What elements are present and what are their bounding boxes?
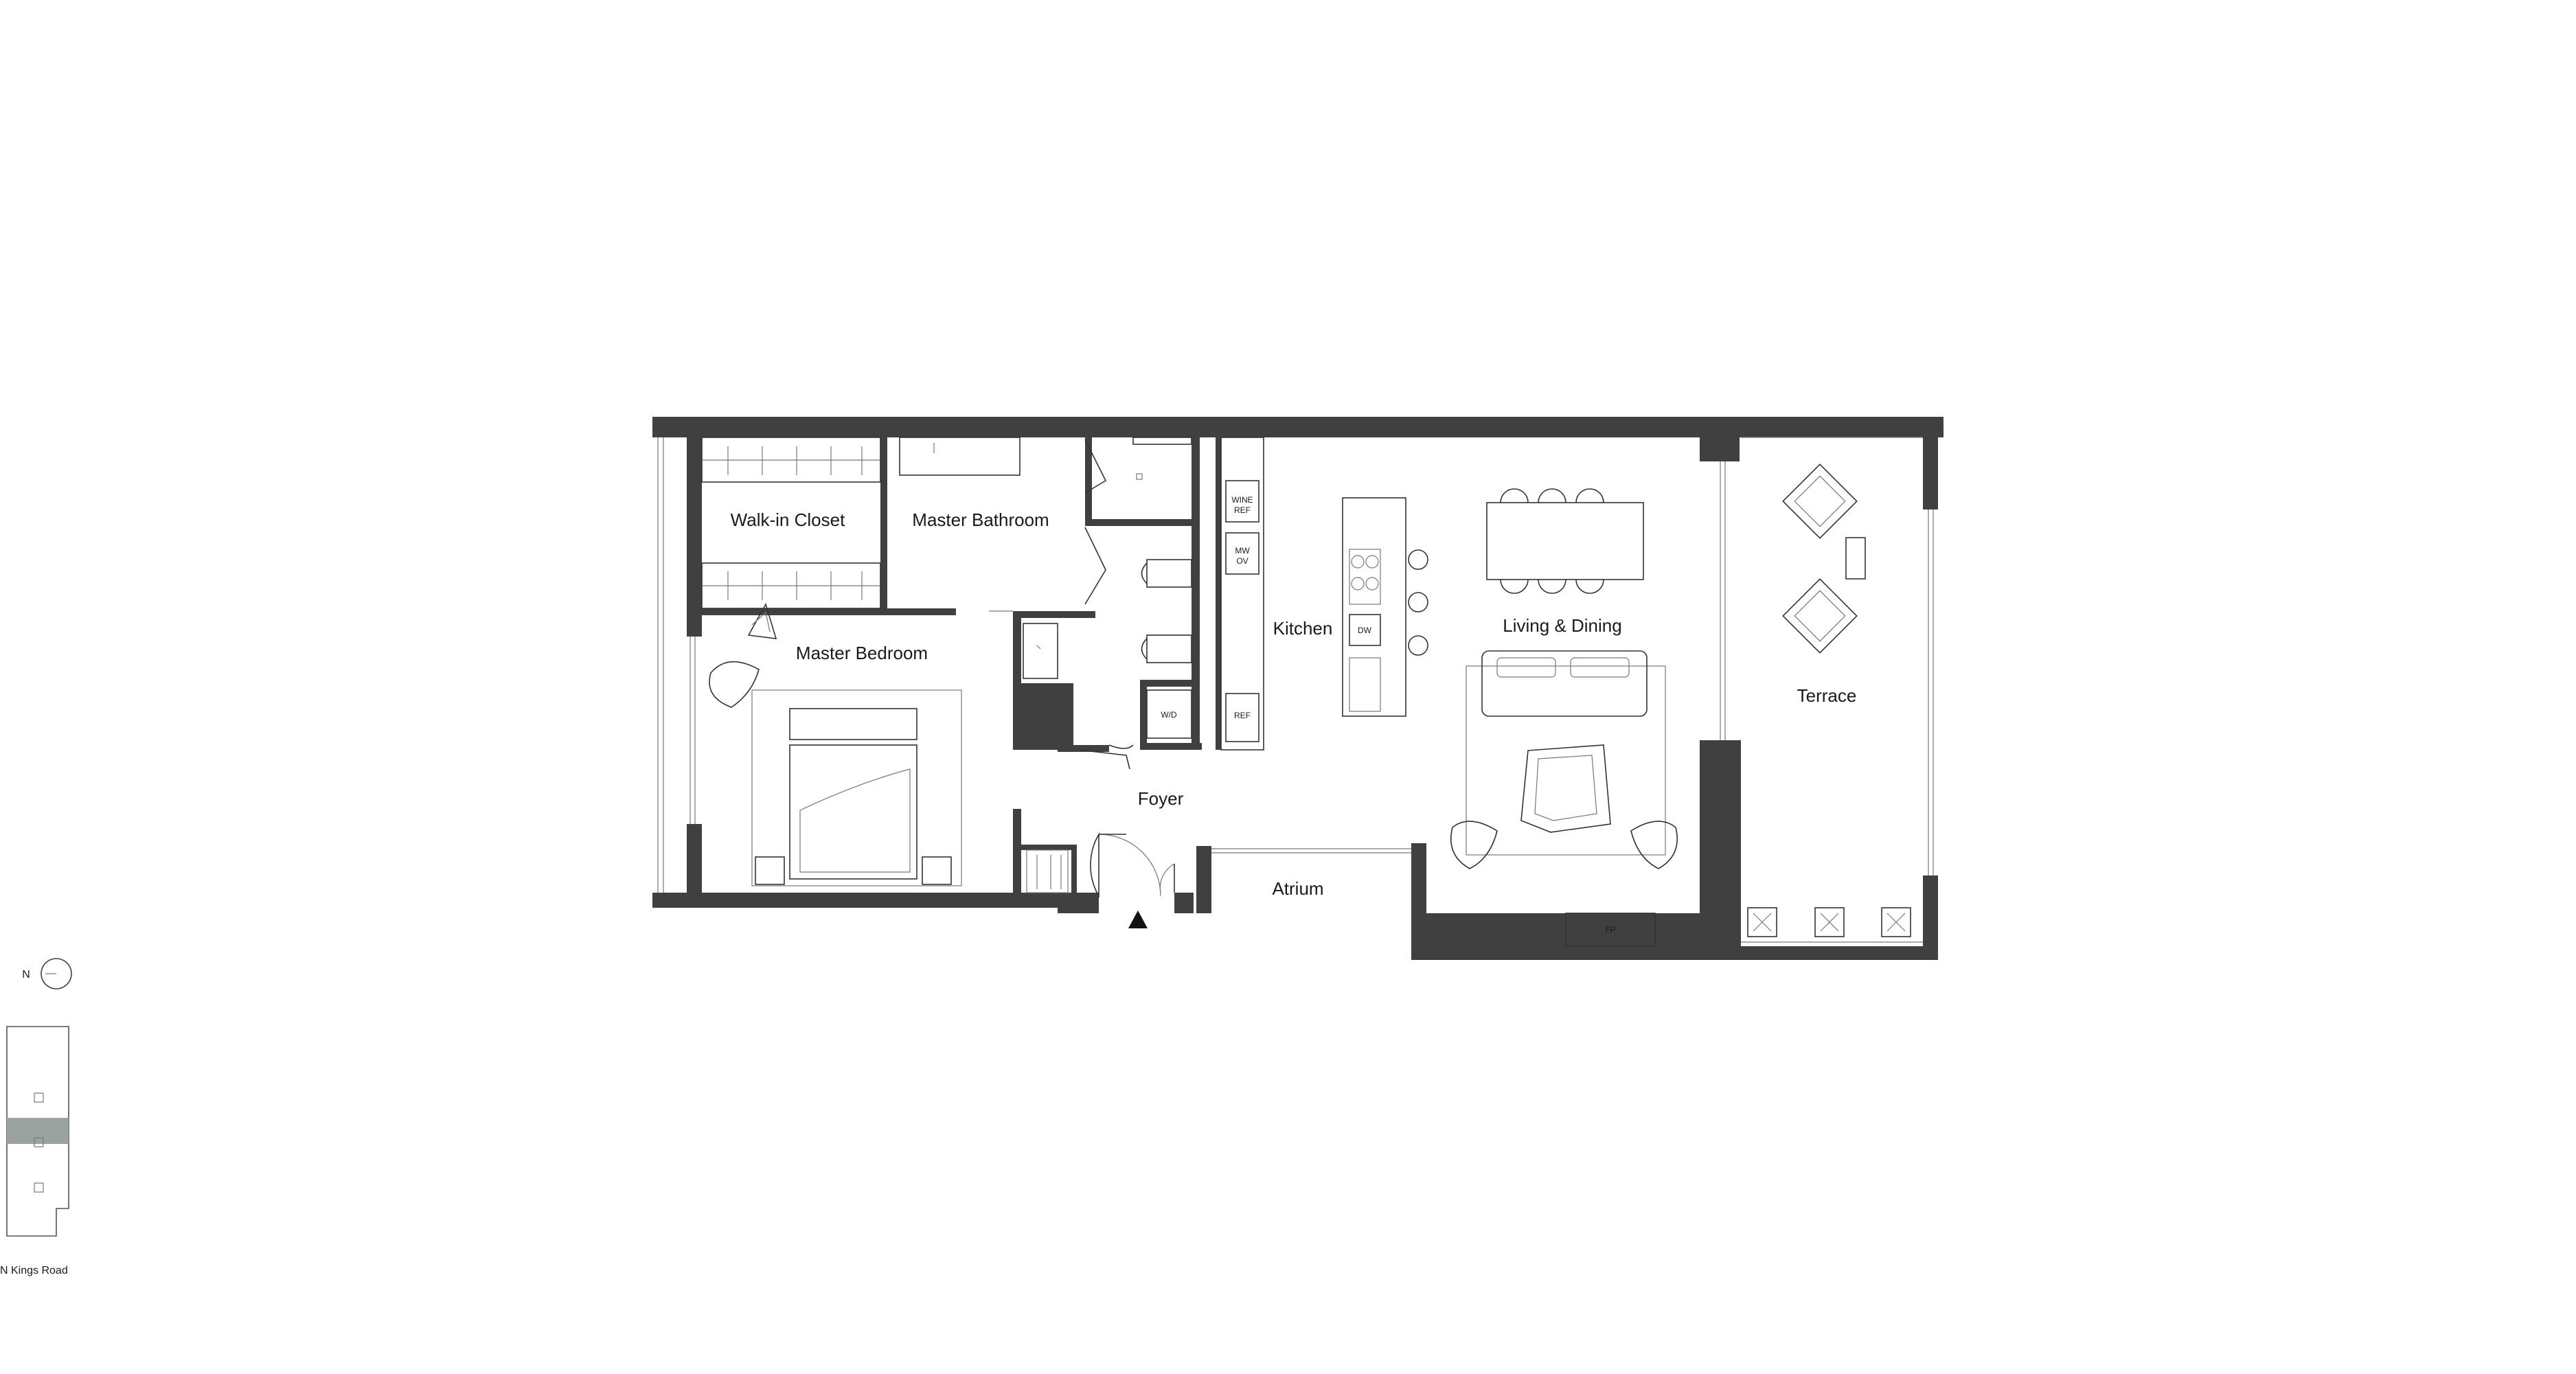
fixture-label-mw-ov-2: OV: [1236, 556, 1248, 566]
walls: [652, 417, 1944, 960]
room-label-walk-in-closet: Walk-in Closet: [731, 509, 845, 530]
room-label-foyer: Foyer: [1138, 788, 1184, 809]
dining-set: [1486, 488, 1644, 594]
fixture-label-ref: REF: [1234, 711, 1251, 720]
unit-highlight: [7, 1118, 69, 1144]
bedroom-furniture: [709, 602, 962, 886]
room-label-master-bedroom: Master Bedroom: [796, 643, 928, 663]
room-label-master-bathroom: Master Bathroom: [912, 509, 1049, 530]
room-label-kitchen: Kitchen: [1273, 618, 1333, 639]
fixture-label-fp: FP: [1605, 925, 1615, 935]
master-bathroom-fixtures: [899, 437, 1192, 612]
powder-rooms: [1023, 559, 1192, 770]
terrace-furniture: [1747, 463, 1911, 937]
walk-in-closet: [701, 437, 881, 609]
fixture-label-wd: W/D: [1161, 710, 1177, 720]
fixture-label-mw-ov-1: MW: [1235, 546, 1250, 556]
key-plan: [6, 1026, 69, 1237]
room-label-atrium: Atrium: [1272, 878, 1323, 899]
room-label-terrace: Terrace: [1797, 685, 1857, 706]
room-label-living-dining: Living & Dining: [1503, 615, 1621, 636]
north-indicator: N: [22, 958, 72, 989]
foyer-doors: [1026, 832, 1175, 898]
glazing: [657, 437, 1934, 943]
fixture-label-wine-ref-2: REF: [1234, 505, 1251, 515]
living-set: [1450, 650, 1678, 947]
fixture-label-wine-ref-1: WINE: [1231, 495, 1253, 505]
north-label: N: [22, 969, 30, 981]
north-arrow-icon: [41, 958, 72, 989]
street-label: N Kings Road: [0, 1265, 68, 1276]
entrance-arrow-icon: [1128, 911, 1148, 928]
kitchen-fixtures: [1220, 437, 1428, 751]
fixture-label-dw: DW: [1358, 626, 1372, 635]
